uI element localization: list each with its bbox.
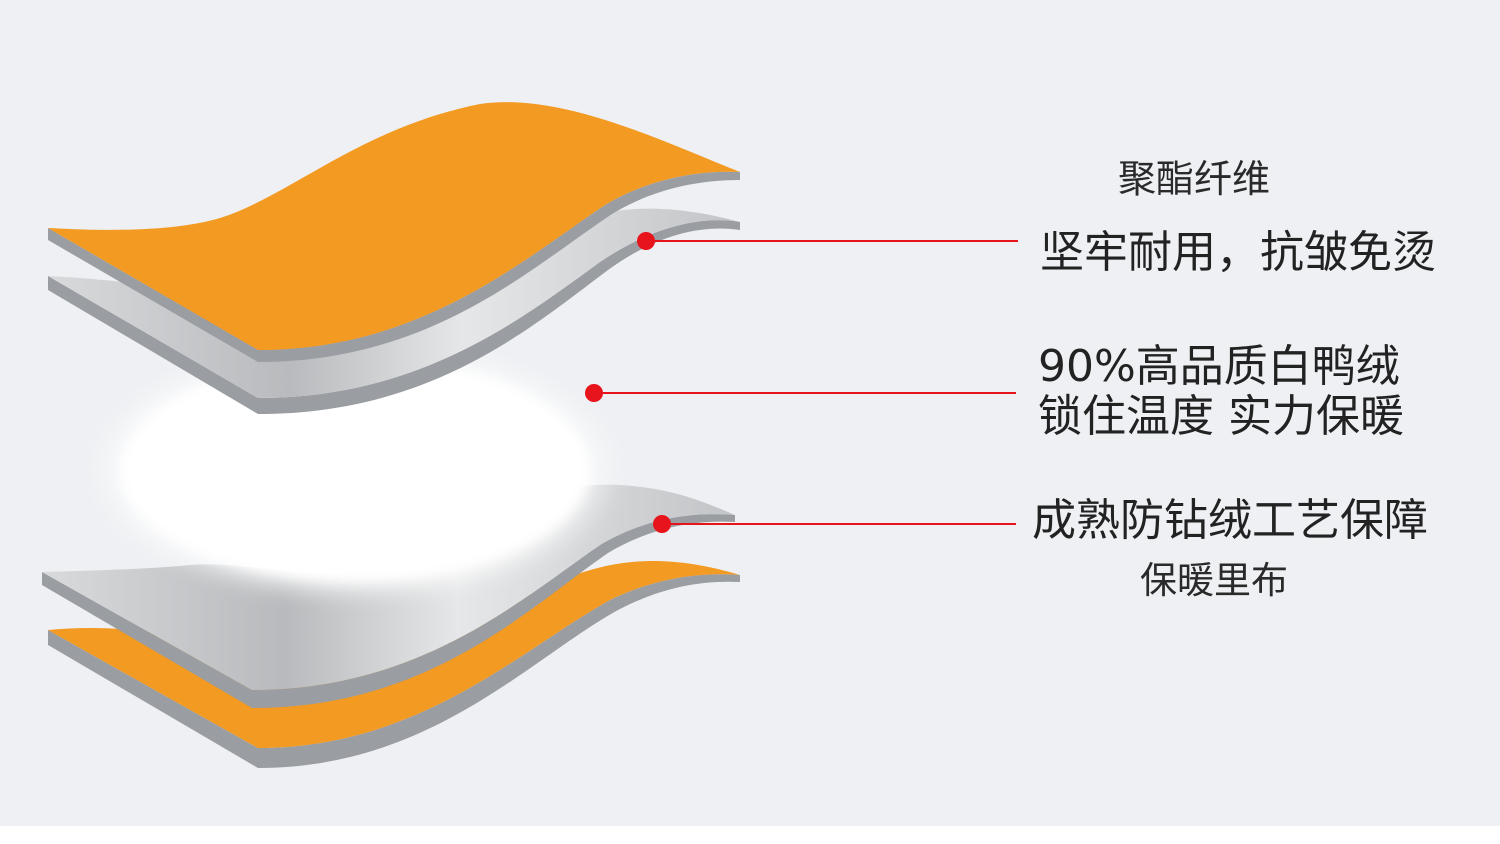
bottom-orange-layer (48, 560, 740, 768)
pointer-dot-filling (585, 384, 603, 402)
top-orange-layer (48, 102, 740, 362)
outer-fabric-description: 坚牢耐用，抗皱免烫 (1040, 227, 1436, 278)
outer-fabric-title: 聚酯纤维 (1118, 157, 1271, 201)
layer-diagram: 聚酯纤维 坚牢耐用，抗皱免烫 90%高品质白鸭绒 锁住温度 实力保暖 成熟防钻绒… (42, 102, 1436, 768)
fabric-layers-illustration (42, 102, 1018, 768)
filling-line-2: 锁住温度 实力保暖 (1038, 391, 1404, 442)
pointer-outer-fabric (637, 232, 1018, 250)
pointer-lining (653, 515, 1016, 533)
lining-title: 成熟防钻绒工艺保障 (1032, 495, 1428, 546)
pointer-dot-outer (637, 232, 655, 250)
filling-line-1: 90%高品质白鸭绒 (1038, 341, 1400, 392)
lining-description: 保暖里布 (1140, 559, 1288, 602)
bottom-strip (0, 826, 1500, 844)
pointer-filling (585, 384, 1016, 402)
pointer-dot-lining (653, 515, 671, 533)
down-filling-cloud (85, 335, 625, 605)
